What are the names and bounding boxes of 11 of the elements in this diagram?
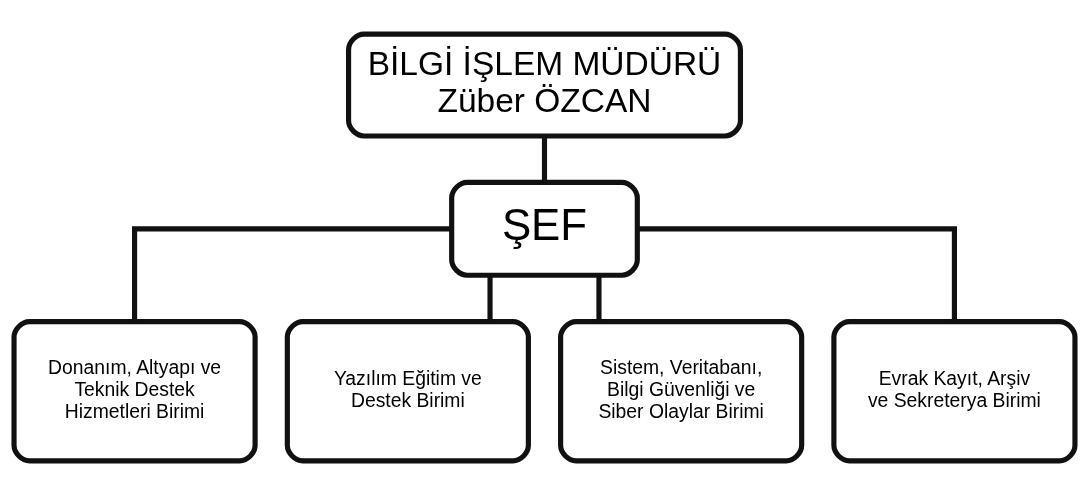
node-box: Donanım, Altyapı ve Teknik Destek Hizmetleri Birimi: [11, 319, 258, 464]
connector: [487, 275, 493, 322]
node-box: Evrak Kayıt, Arşiv ve Sekreterya Birimi: [831, 319, 1078, 464]
connector: [596, 275, 602, 322]
node-box: Sistem, Veritabanı, Bilgi Güvenliği ve Siber Olaylar Birimi: [558, 319, 805, 464]
node-box: BİLGİ İŞLEM MÜDÜRÜ Züber ÖZCAN: [346, 31, 744, 139]
node-box: ŞEF: [449, 179, 640, 278]
connector: [541, 136, 548, 183]
node-box: Yazılım Eğitim ve Destek Birimi: [284, 319, 531, 464]
connector: [132, 226, 452, 322]
connector: [637, 226, 957, 322]
